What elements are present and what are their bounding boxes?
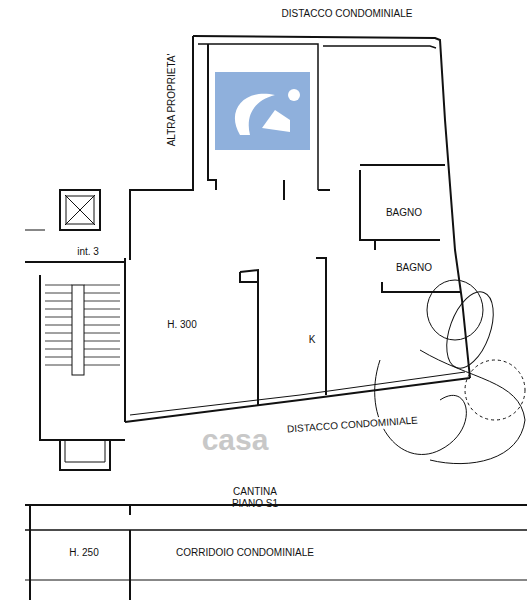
cellar-label: CANTINA PIANO S1 xyxy=(225,486,285,510)
neighbour-label: ALTRA PROPRIETA' xyxy=(166,54,178,147)
signature xyxy=(375,280,525,464)
unit-number: int. 3 xyxy=(77,246,99,258)
room-label: K xyxy=(307,334,318,346)
watermark: casa xyxy=(202,422,269,458)
height-dimension: H. 250 xyxy=(67,547,100,559)
height-dimension: H. 300 xyxy=(165,319,198,331)
stair-treads xyxy=(45,285,120,365)
room-label: BAGNO xyxy=(394,262,434,274)
wall-label: DISTACCO CONDOMINIALE xyxy=(284,414,419,435)
logo xyxy=(215,72,310,150)
wall-label: DISTACCO CONDOMINIALE xyxy=(280,8,415,20)
corridor-label: CORRIDOIO CONDOMINIALE xyxy=(176,547,314,559)
room-label: BAGNO xyxy=(384,207,424,219)
walls xyxy=(25,36,527,600)
